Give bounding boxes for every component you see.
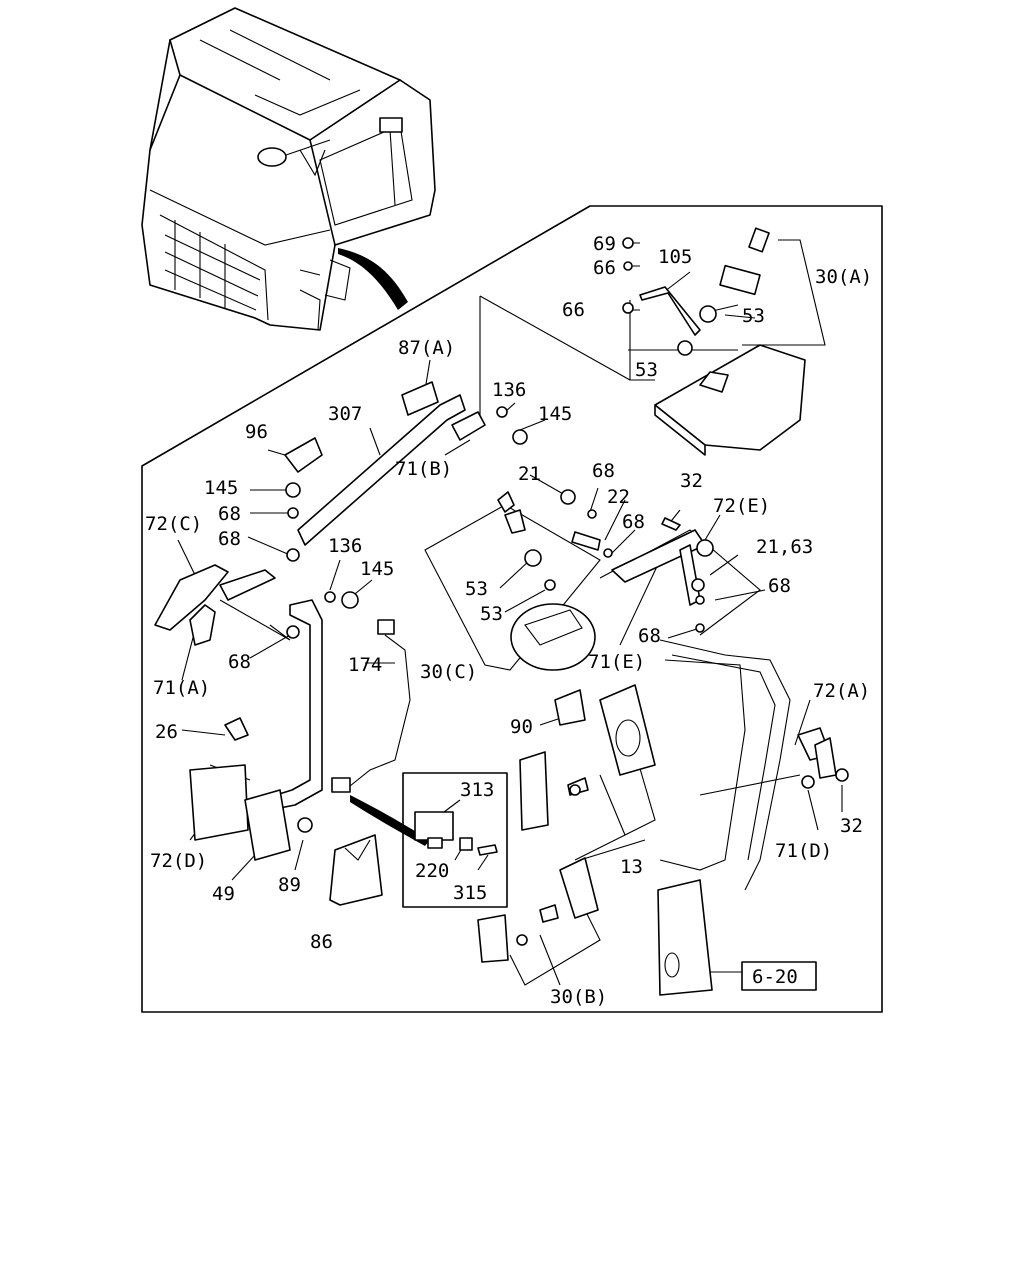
callout-68d: 68 — [592, 460, 615, 482]
callout-21: 21 — [518, 463, 541, 485]
callout-30c: 30(C) — [420, 661, 477, 683]
arm-105 — [622, 237, 717, 356]
callout-26: 26 — [155, 721, 178, 743]
callout-71d: 71(D) — [775, 840, 832, 862]
mirror-90 — [554, 684, 656, 776]
callout-105: 105 — [658, 246, 692, 268]
callout-145a: 145 — [538, 403, 572, 425]
callout-30b: 30(B) — [550, 986, 607, 1008]
callout-32a: 32 — [680, 470, 703, 492]
callout-96: 96 — [245, 421, 268, 443]
cover-86 — [329, 834, 383, 906]
callout-90: 90 — [510, 716, 533, 738]
diagram-frame — [141, 205, 883, 1013]
callout-32b: 32 — [840, 815, 863, 837]
mirror-30c — [497, 491, 596, 671]
callout-66b: 66 — [562, 299, 585, 321]
callout-86: 86 — [310, 931, 333, 953]
callout-53a: 53 — [742, 305, 765, 327]
callout-307: 307 — [328, 403, 362, 425]
ref-box-6-20 — [741, 961, 817, 991]
mirror-stay-307 — [284, 381, 528, 562]
callout-68e: 68 — [622, 511, 645, 533]
callout-136a: 136 — [492, 379, 526, 401]
callout-220: 220 — [415, 860, 449, 882]
truck-cab-illustration — [141, 7, 436, 331]
callout-53c: 53 — [465, 578, 488, 600]
callout-89: 89 — [278, 874, 301, 896]
callout-13: 13 — [620, 856, 643, 878]
callout-22: 22 — [607, 486, 630, 508]
cover-13 — [519, 751, 589, 831]
mirror-bracket-49 — [189, 717, 313, 861]
callout-72e: 72(E) — [713, 495, 770, 517]
callout-68b: 68 — [218, 528, 241, 550]
relay-box — [402, 772, 508, 908]
mirror-30a — [654, 227, 806, 456]
callout-6-20: 6-20 — [752, 966, 798, 988]
callout-49: 49 — [212, 883, 235, 905]
callout-68a: 68 — [218, 503, 241, 525]
callout-68c: 68 — [228, 651, 251, 673]
callout-53b: 53 — [635, 359, 658, 381]
callout-71e: 71(E) — [588, 651, 645, 673]
callout-2163: 21,63 — [756, 536, 813, 558]
callout-53d: 53 — [480, 603, 503, 625]
callout-30a: 30(A) — [815, 266, 872, 288]
callout-87a: 87(A) — [398, 337, 455, 359]
callout-72a: 72(A) — [813, 680, 870, 702]
callout-71a: 71(A) — [153, 677, 210, 699]
stay-71e — [560, 489, 714, 633]
harness-174 — [331, 619, 430, 846]
callout-315: 315 — [453, 882, 487, 904]
callout-68g: 68 — [638, 625, 661, 647]
callout-72c: 72(C) — [145, 513, 202, 535]
callout-labels: 69 66 105 30(A) 66 53 53 87(A) 136 145 3… — [145, 233, 872, 1008]
callout-136b: 136 — [328, 535, 362, 557]
callout-69: 69 — [593, 233, 616, 255]
pointer-arrow — [338, 248, 408, 310]
mirror-30b — [477, 857, 599, 963]
door-panel — [657, 639, 849, 996]
callout-66a: 66 — [593, 257, 616, 279]
callout-174: 174 — [348, 654, 382, 676]
callout-313: 313 — [460, 779, 494, 801]
callout-71b: 71(B) — [395, 458, 452, 480]
callout-72d: 72(D) — [150, 850, 207, 872]
callout-145c: 145 — [360, 558, 394, 580]
callout-68f: 68 — [768, 575, 791, 597]
callout-145b: 145 — [204, 477, 238, 499]
